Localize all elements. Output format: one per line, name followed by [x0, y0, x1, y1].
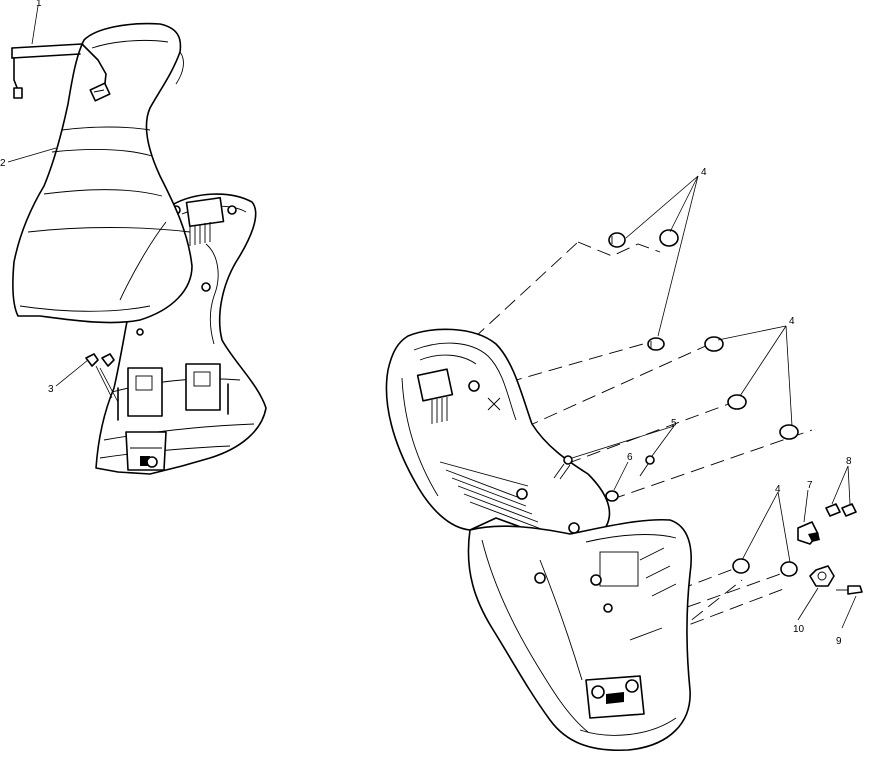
screw-9	[847, 585, 863, 595]
callout-7: 7	[807, 480, 813, 491]
lower-housing-shell	[467, 518, 692, 752]
seat-cover	[12, 22, 193, 324]
callout-leaders	[7, 5, 857, 629]
callout-5: 5	[671, 418, 677, 429]
callout-10: 10	[793, 624, 805, 635]
callout-8: 8	[846, 456, 852, 467]
cap-plugs	[608, 229, 799, 577]
callout-labels: 1 2 3 4 4 4 5 6 7 8 9 10	[0, 0, 852, 647]
callout-2: 2	[0, 158, 6, 169]
callout-4-bottom: 4	[775, 484, 781, 495]
callout-1: 1	[36, 0, 42, 9]
callout-9: 9	[836, 636, 842, 647]
right-assembly	[385, 229, 863, 752]
callout-3: 3	[48, 384, 54, 395]
handle-bracket	[11, 43, 107, 93]
washer	[605, 490, 619, 502]
left-assembly	[11, 22, 267, 475]
callout-6: 6	[627, 452, 633, 463]
callout-4-top: 4	[701, 167, 707, 178]
nut	[809, 565, 835, 587]
callout-4-middle: 4	[789, 316, 795, 327]
screws	[553, 455, 655, 480]
upper-housing-shell	[385, 328, 611, 545]
